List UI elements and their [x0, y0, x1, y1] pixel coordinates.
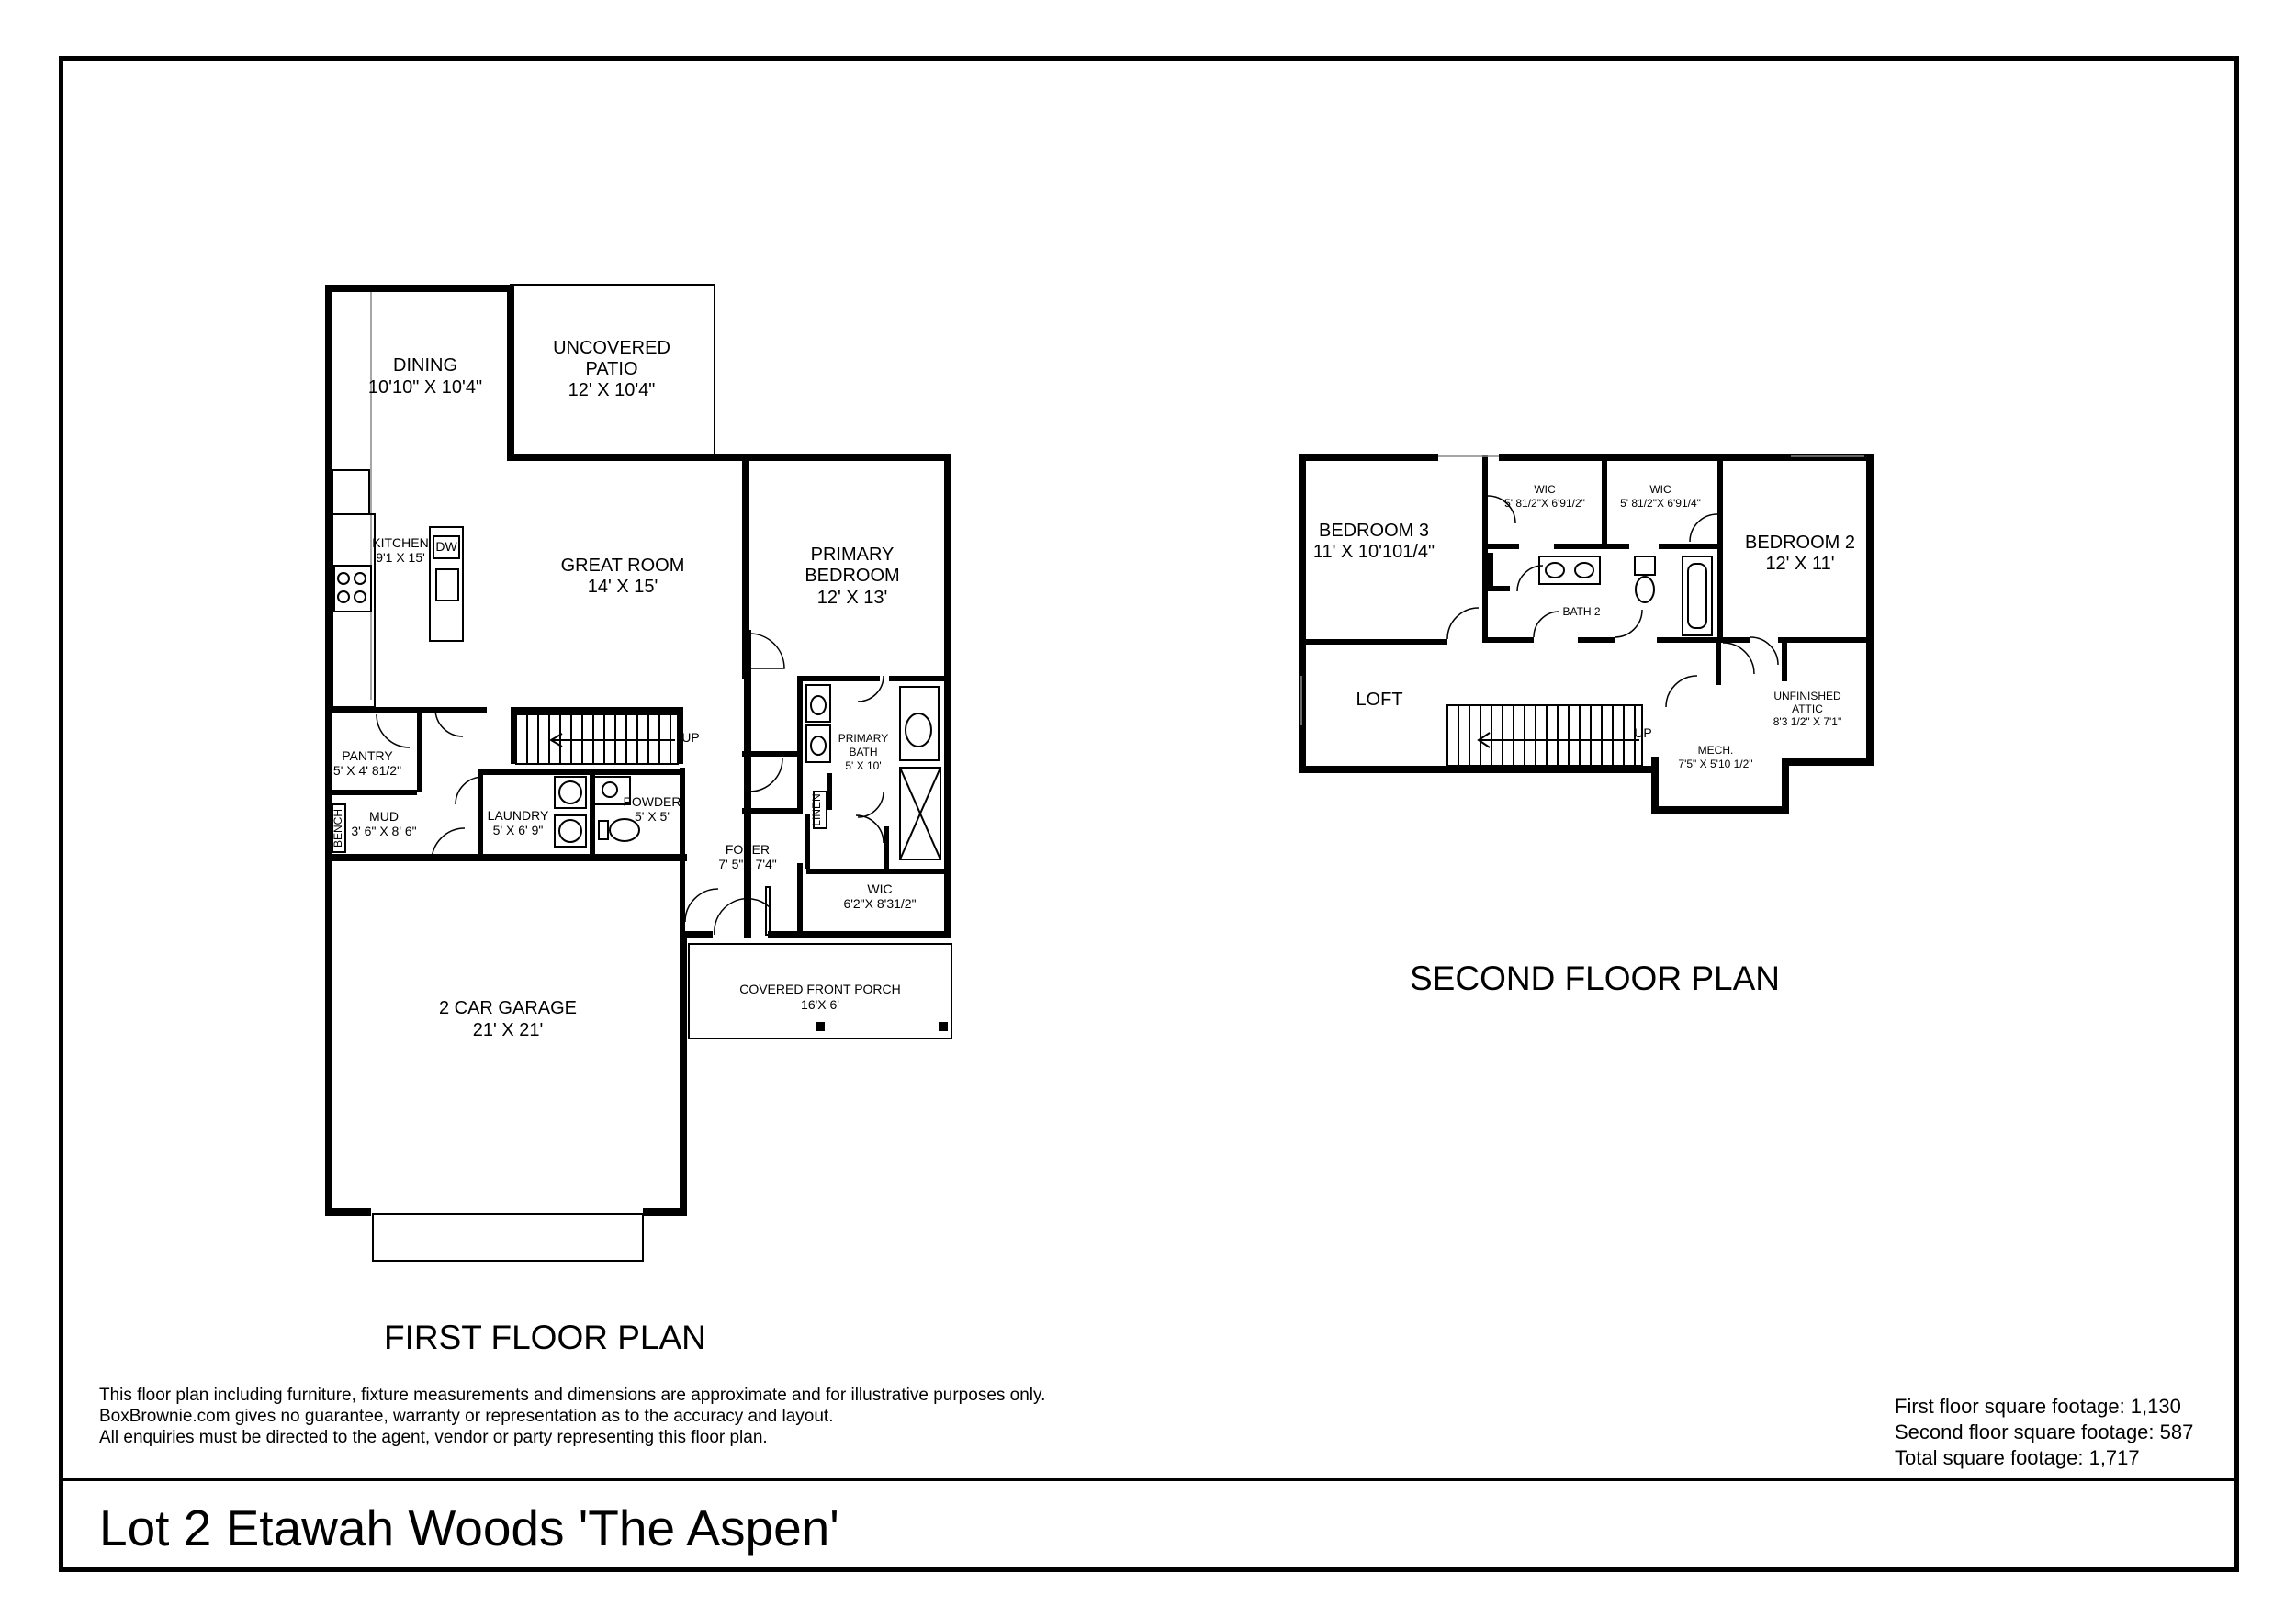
- wic-right-size: 5' 81/2"X 6'91/4": [1620, 497, 1701, 510]
- primary-bath-size: 5' X 10': [845, 759, 881, 772]
- disclaimer-line: This floor plan including furniture, fix…: [99, 1386, 1046, 1405]
- first-floor-labels: DINING 10'10" X 10'4" UNCOVERED PATIO 12…: [332, 338, 917, 1040]
- bedroom3-size: 11' X 10'101/4": [1313, 542, 1435, 562]
- porch-post: [816, 1022, 825, 1031]
- dining-label: DINING: [393, 355, 457, 376]
- first-floor-fixtures: [332, 469, 941, 860]
- covered-porch-size: 16'X 6': [801, 997, 839, 1012]
- primary-bath-label-1: PRIMARY: [838, 732, 888, 745]
- wic-left-size: 5' 81/2"X 6'91/2": [1504, 497, 1585, 510]
- pantry-label: PANTRY: [342, 748, 393, 763]
- page-border: [59, 56, 2239, 1572]
- square-footage-summary: First floor square footage: 1,130 Second…: [1895, 1394, 2193, 1471]
- second-floor-stairs: [1446, 704, 1643, 767]
- second-stairs-up-label: UP: [1634, 725, 1651, 740]
- garage-size: 21' X 21': [473, 1020, 544, 1040]
- bench-label: BENCH: [332, 809, 344, 848]
- wic-left-label: WIC: [1534, 483, 1556, 496]
- mech-size: 7'5" X 5'10 1/2": [1678, 758, 1752, 770]
- second-floor-thin-lines: [1300, 455, 1864, 725]
- project-title: Lot 2 Etawah Woods 'The Aspen': [99, 1499, 839, 1556]
- first-floor-footage: First floor square footage: 1,130: [1895, 1395, 2181, 1418]
- dining-size: 10'10" X 10'4": [368, 377, 482, 398]
- great-room-size: 14' X 15': [588, 577, 658, 597]
- first-floor-stairs: [515, 713, 679, 765]
- foyer-label: FOYER: [726, 842, 770, 857]
- mud-size: 3' 6" X 8' 6": [351, 824, 416, 838]
- dishwasher-label: DW: [435, 539, 457, 554]
- primary-bedroom-label-1: PRIMARY: [811, 545, 895, 565]
- disclaimer-line: BoxBrownie.com gives no guarantee, warra…: [99, 1407, 834, 1426]
- kitchen-label: KITCHEN: [372, 535, 428, 550]
- laundry-label: LAUNDRY: [488, 808, 549, 823]
- laundry-size: 5' X 6' 9": [493, 823, 544, 837]
- first-floor-caption: FIRST FLOOR PLAN: [384, 1319, 706, 1356]
- bath2-label: BATH 2: [1562, 605, 1600, 618]
- kitchen-size: 9'1 X 15': [376, 550, 425, 565]
- second-floor-walls: [1299, 454, 1874, 814]
- patio-label-1: UNCOVERED: [553, 338, 670, 358]
- primary-bath-label-2: BATH: [849, 746, 877, 758]
- mud-label: MUD: [369, 809, 399, 824]
- second-floor-footage: Second floor square footage: 587: [1895, 1420, 2194, 1443]
- second-floor-fixtures: [1538, 556, 1713, 636]
- primary-bedroom-size: 12' X 13': [817, 588, 888, 608]
- bedroom3-label: BEDROOM 3: [1319, 521, 1429, 541]
- first-floor-plan: DINING 10'10" X 10'4" UNCOVERED PATIO 12…: [325, 284, 952, 1262]
- patio-size: 12' X 10'4": [568, 380, 656, 400]
- wic-label: WIC: [867, 881, 892, 896]
- wic-right-label: WIC: [1649, 483, 1671, 496]
- covered-porch-label: COVERED FRONT PORCH: [739, 982, 901, 996]
- first-floor-doors: [376, 633, 884, 936]
- patio-label-2: PATIO: [585, 359, 637, 379]
- primary-bedroom-label-2: BEDROOM: [805, 566, 899, 586]
- bedroom2-size: 12' X 11': [1765, 554, 1834, 574]
- bedroom2-label: BEDROOM 2: [1745, 533, 1855, 553]
- powder-label: POWDER: [624, 794, 681, 809]
- attic-label-1: UNFINISHED: [1773, 690, 1841, 702]
- pantry-size: 5' X 4' 81/2": [333, 763, 401, 778]
- porch-post: [939, 1022, 948, 1031]
- title-divider: [59, 1478, 2239, 1481]
- wic-size: 6'2"X 8'31/2": [843, 896, 916, 911]
- attic-size: 8'3 1/2" X 7'1": [1773, 715, 1841, 728]
- total-footage: Total square footage: 1,717: [1895, 1446, 2140, 1469]
- second-floor-plan: BEDROOM 3 11' X 10'101/4" WIC 5' 81/2"X …: [1299, 454, 1874, 814]
- loft-label: LOFT: [1356, 690, 1402, 710]
- linen-label: LINEN: [810, 793, 823, 825]
- mech-label: MECH.: [1698, 744, 1734, 757]
- second-floor-caption: SECOND FLOOR PLAN: [1410, 960, 1780, 997]
- stairs-up-label: UP: [681, 730, 699, 745]
- garage-label: 2 CAR GARAGE: [439, 998, 577, 1018]
- powder-size: 5' X 5': [635, 809, 670, 824]
- great-room-label: GREAT ROOM: [561, 556, 685, 576]
- foyer-size: 7' 5"X 7'4": [718, 857, 777, 871]
- disclaimer: This floor plan including furniture, fix…: [99, 1385, 1045, 1448]
- attic-label-2: ATTIC: [1792, 702, 1823, 715]
- first-floor-walls: [325, 285, 951, 1216]
- disclaimer-line: All enquiries must be directed to the ag…: [99, 1428, 768, 1447]
- second-floor-doors: [1446, 495, 1779, 708]
- second-floor-labels: BEDROOM 3 11' X 10'101/4" WIC 5' 81/2"X …: [1313, 483, 1855, 770]
